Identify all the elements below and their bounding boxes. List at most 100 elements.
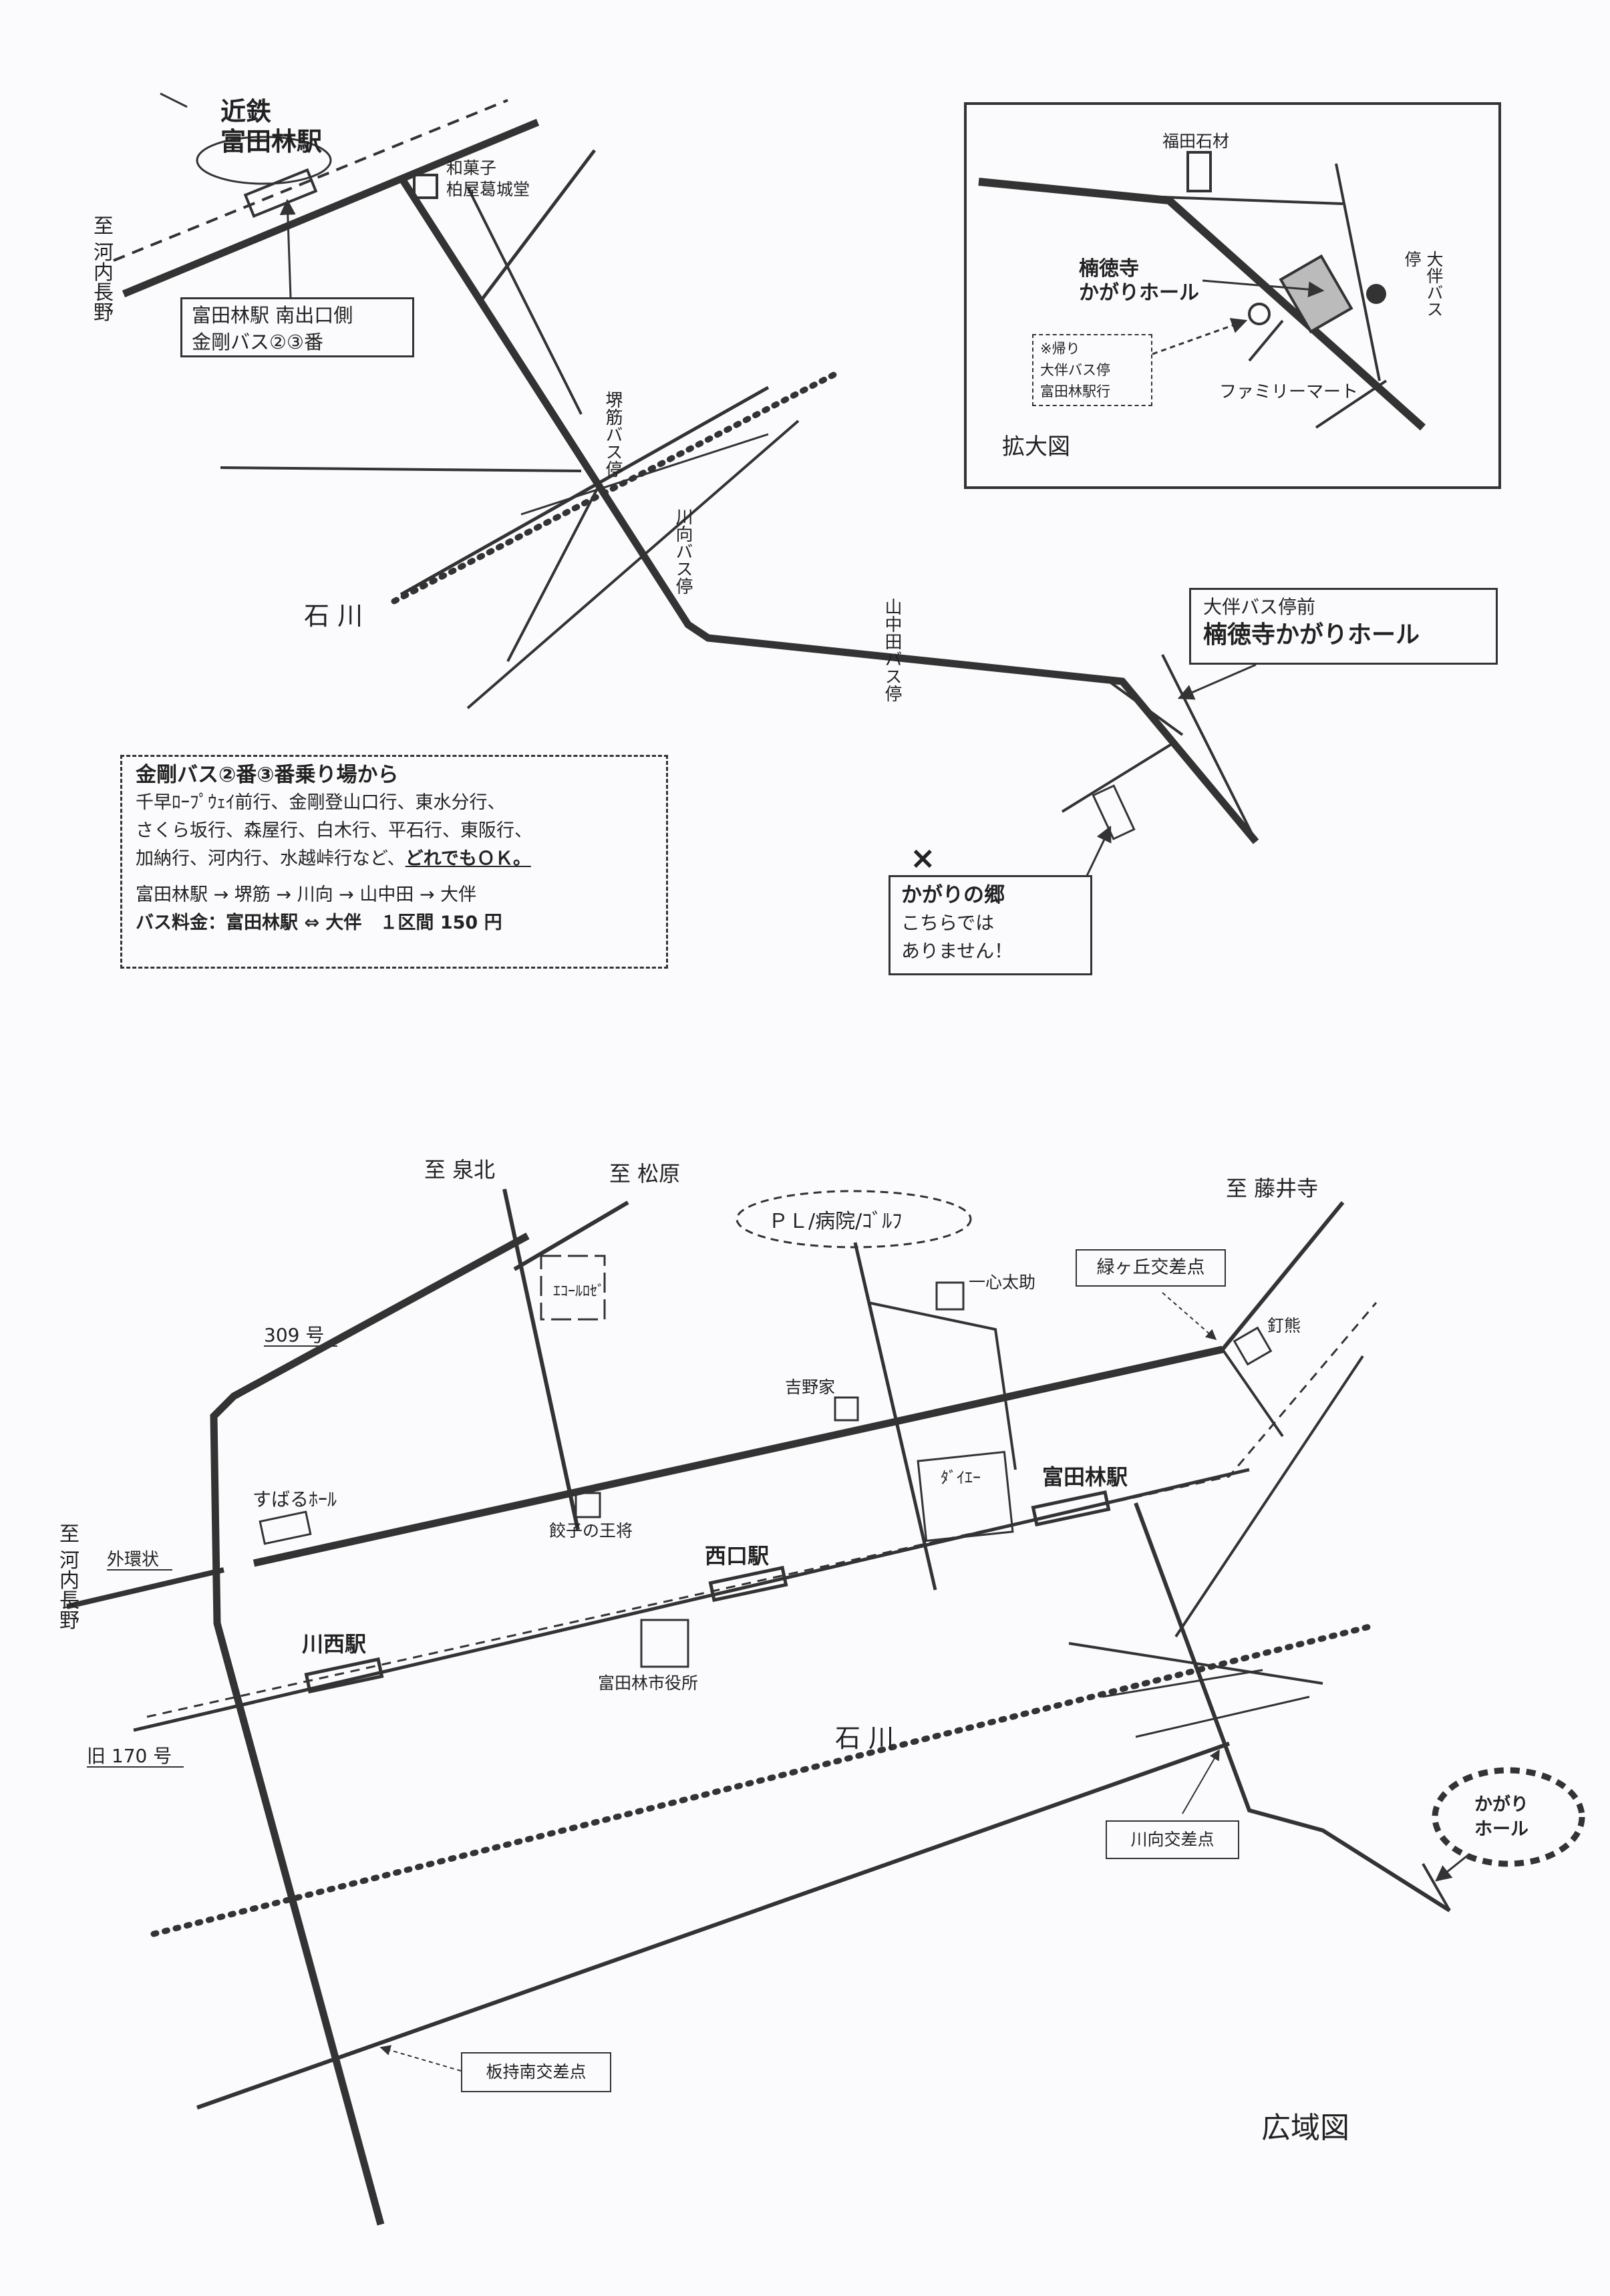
road-main-top [122, 118, 540, 298]
inset-fukuda-label: 福田石材 [1162, 132, 1229, 151]
inset-venue-label-2: かがりホール [1079, 281, 1199, 305]
kintetsu-rail [113, 99, 508, 262]
ecole-marker [540, 1255, 606, 1321]
isshin-label: 一心太助 [969, 1273, 1035, 1292]
to-fujiidera-label: 至 藤井寺 [1226, 1176, 1318, 1201]
return-bus-stop-marker [1248, 303, 1271, 325]
wrong-place-pointer [1084, 825, 1112, 879]
ishikawa-river-top [391, 371, 838, 605]
venue-box-line1: 大伴バス停前 [1203, 596, 1316, 618]
to-matsubara-label: 至 松原 [609, 1161, 680, 1186]
kagari-label-1: かがり [1474, 1794, 1528, 1815]
south-exit-line1: 富田林駅 南出口側 [192, 304, 353, 327]
south-exit-box: 富田林駅 南出口側 金剛バス②③番 [180, 297, 414, 357]
bus-info-box: 金剛バス②番③番乗り場から 千早ﾛｰﾌﾟｳｪｲ前行、金剛登山口行、東水分行、 さ… [120, 755, 668, 969]
old170-label: 旧 170 号 [87, 1745, 172, 1767]
road-gaikanjo-west [66, 1567, 224, 1609]
inset-return-box: ※帰り 大伴バス停 富田林駅行 [1032, 334, 1152, 406]
station-title-1: 近鉄 [220, 97, 271, 126]
ishikawa-label-top: 石 川 [304, 601, 363, 631]
midorigaoka-box: 緑ヶ丘交差点 [1076, 1249, 1226, 1287]
inset-road-2 [1162, 196, 1343, 205]
kagari-no-sato-marker [1092, 784, 1136, 840]
inset-return-line3: 富田林駅行 [1040, 383, 1110, 399]
road-kagari-south [1422, 1863, 1451, 1911]
road-to-kagari [1134, 1502, 1451, 1913]
south-exit-line2: 金剛バス②③番 [192, 331, 323, 353]
wrong-place-title: かがりの郷 [901, 883, 1005, 907]
nishiguchi-label: 西口駅 [705, 1543, 769, 1569]
yoshinoya-marker [834, 1396, 859, 1422]
gyoza-label: 餃子の王将 [549, 1521, 633, 1540]
wrong-place-x-mark: × [910, 840, 936, 876]
daiei-label: ﾀﾞｲｴｰ [941, 1468, 981, 1487]
wrong-place-line1: こちらでは [901, 912, 995, 934]
inset-main-road [978, 178, 1426, 431]
gyoza-marker [575, 1492, 601, 1518]
inset-road-4 [1248, 319, 1284, 362]
bus-info-line3-emph: どれでもＯＫ。 [405, 848, 531, 869]
road-cross-1 [1102, 1669, 1263, 1698]
pl-oval [736, 1190, 972, 1249]
station-building [243, 168, 318, 218]
kawamukai-stop-label: 川向バス停 [673, 508, 693, 595]
midorigaoka-pointer [1162, 1292, 1217, 1341]
pl-label: ＰＬ/病院/ｺﾞﾙﾌ [768, 1210, 902, 1233]
road-pl [853, 1242, 937, 1591]
road-east-diag [1174, 1355, 1364, 1638]
bus-info-line2: さくら坂行、森屋行、白木行、平石行、東阪行、 [136, 820, 532, 841]
wide-map-title: 広域図 [1261, 2111, 1349, 2145]
inset-title: 拡大図 [1002, 434, 1070, 460]
isshin-marker [935, 1281, 965, 1311]
wagashi-label-2: 柏屋葛城堂 [446, 180, 530, 199]
kawanishi-station-marker [304, 1657, 384, 1694]
city-hall-marker [640, 1619, 689, 1668]
road-sw [506, 480, 603, 662]
venue-box: 大伴バス停前 楠徳寺かがりホール [1189, 588, 1498, 665]
kagari-oval [1432, 1767, 1585, 1867]
bus-info-line1: 千早ﾛｰﾌﾟｳｪｲ前行、金剛登山口行、東水分行、 [136, 792, 506, 813]
road-lower-main [196, 1742, 1230, 2110]
venue-inset-pointer [1202, 279, 1325, 298]
ishikawa-river-wide [150, 1623, 1373, 1937]
road-to-south [397, 175, 1259, 844]
inset-venue-label-1: 楠徳寺 [1079, 257, 1139, 281]
subaru-label: すばるﾎｰﾙ [253, 1488, 337, 1510]
bus-info-fare: バス料金：富田林駅 ⇔ 大伴 １区間 150 円 [136, 913, 502, 933]
road-upper-horizontal [253, 1345, 1224, 1567]
venue-pointer [1177, 663, 1257, 700]
nishiguchi-station-marker [708, 1565, 788, 1603]
bus-info-route: 富田林駅 → 堺筋 → 川向 → 山中田 → 大伴 [136, 884, 477, 905]
itamochi-pointer [379, 2045, 462, 2072]
road-isshin [868, 1301, 1017, 1470]
road-fujiidera [1221, 1201, 1345, 1351]
venue-box-line2: 楠徳寺かがりホール [1203, 621, 1420, 649]
south-exit-pointer [279, 198, 296, 298]
road-diag-1 [399, 385, 770, 597]
road-venue-west [1108, 680, 1184, 736]
route309-label: 309 号 [264, 1324, 324, 1346]
inset-frame [964, 102, 1501, 489]
inset-road-5 [1315, 379, 1388, 429]
bus-info-title: 金剛バス②番③番乗り場から [136, 763, 399, 787]
inset-road-3 [1335, 163, 1381, 381]
road-diag-2 [466, 420, 800, 709]
bus-info-line3: 加納行、河内行、水越峠行など、どれでもＯＫ。 [136, 845, 653, 873]
itamochi-cross-box: 板持南交差点 [461, 2052, 611, 2092]
gaikanjo-label: 外環状 [107, 1550, 159, 1570]
yoshinoya-label: 吉野家 [785, 1377, 835, 1397]
yamanakada-stop-label: 山中田バス停 [882, 598, 902, 702]
kawanishi-label: 川西駅 [302, 1631, 366, 1657]
road-horizontal-sakai [220, 466, 582, 472]
bus-info-line3-text: 加納行、河内行、水越峠行など、 [136, 848, 406, 869]
otomo-bus-stop-marker [1366, 284, 1386, 304]
station-oval [196, 136, 332, 185]
city-hall-label: 富田林市役所 [598, 1673, 698, 1693]
kintetsu-rail-wide [146, 1302, 1378, 1718]
kawamukai-cross-box: 川向交差点 [1106, 1820, 1239, 1859]
fukuda-marker [1186, 151, 1212, 192]
daiei-marker [917, 1450, 1014, 1542]
to-senboku-label: 至 泉北 [424, 1157, 495, 1182]
venue-building-inset [1279, 254, 1353, 334]
wrong-place-line2: ありません！ [901, 940, 1013, 962]
